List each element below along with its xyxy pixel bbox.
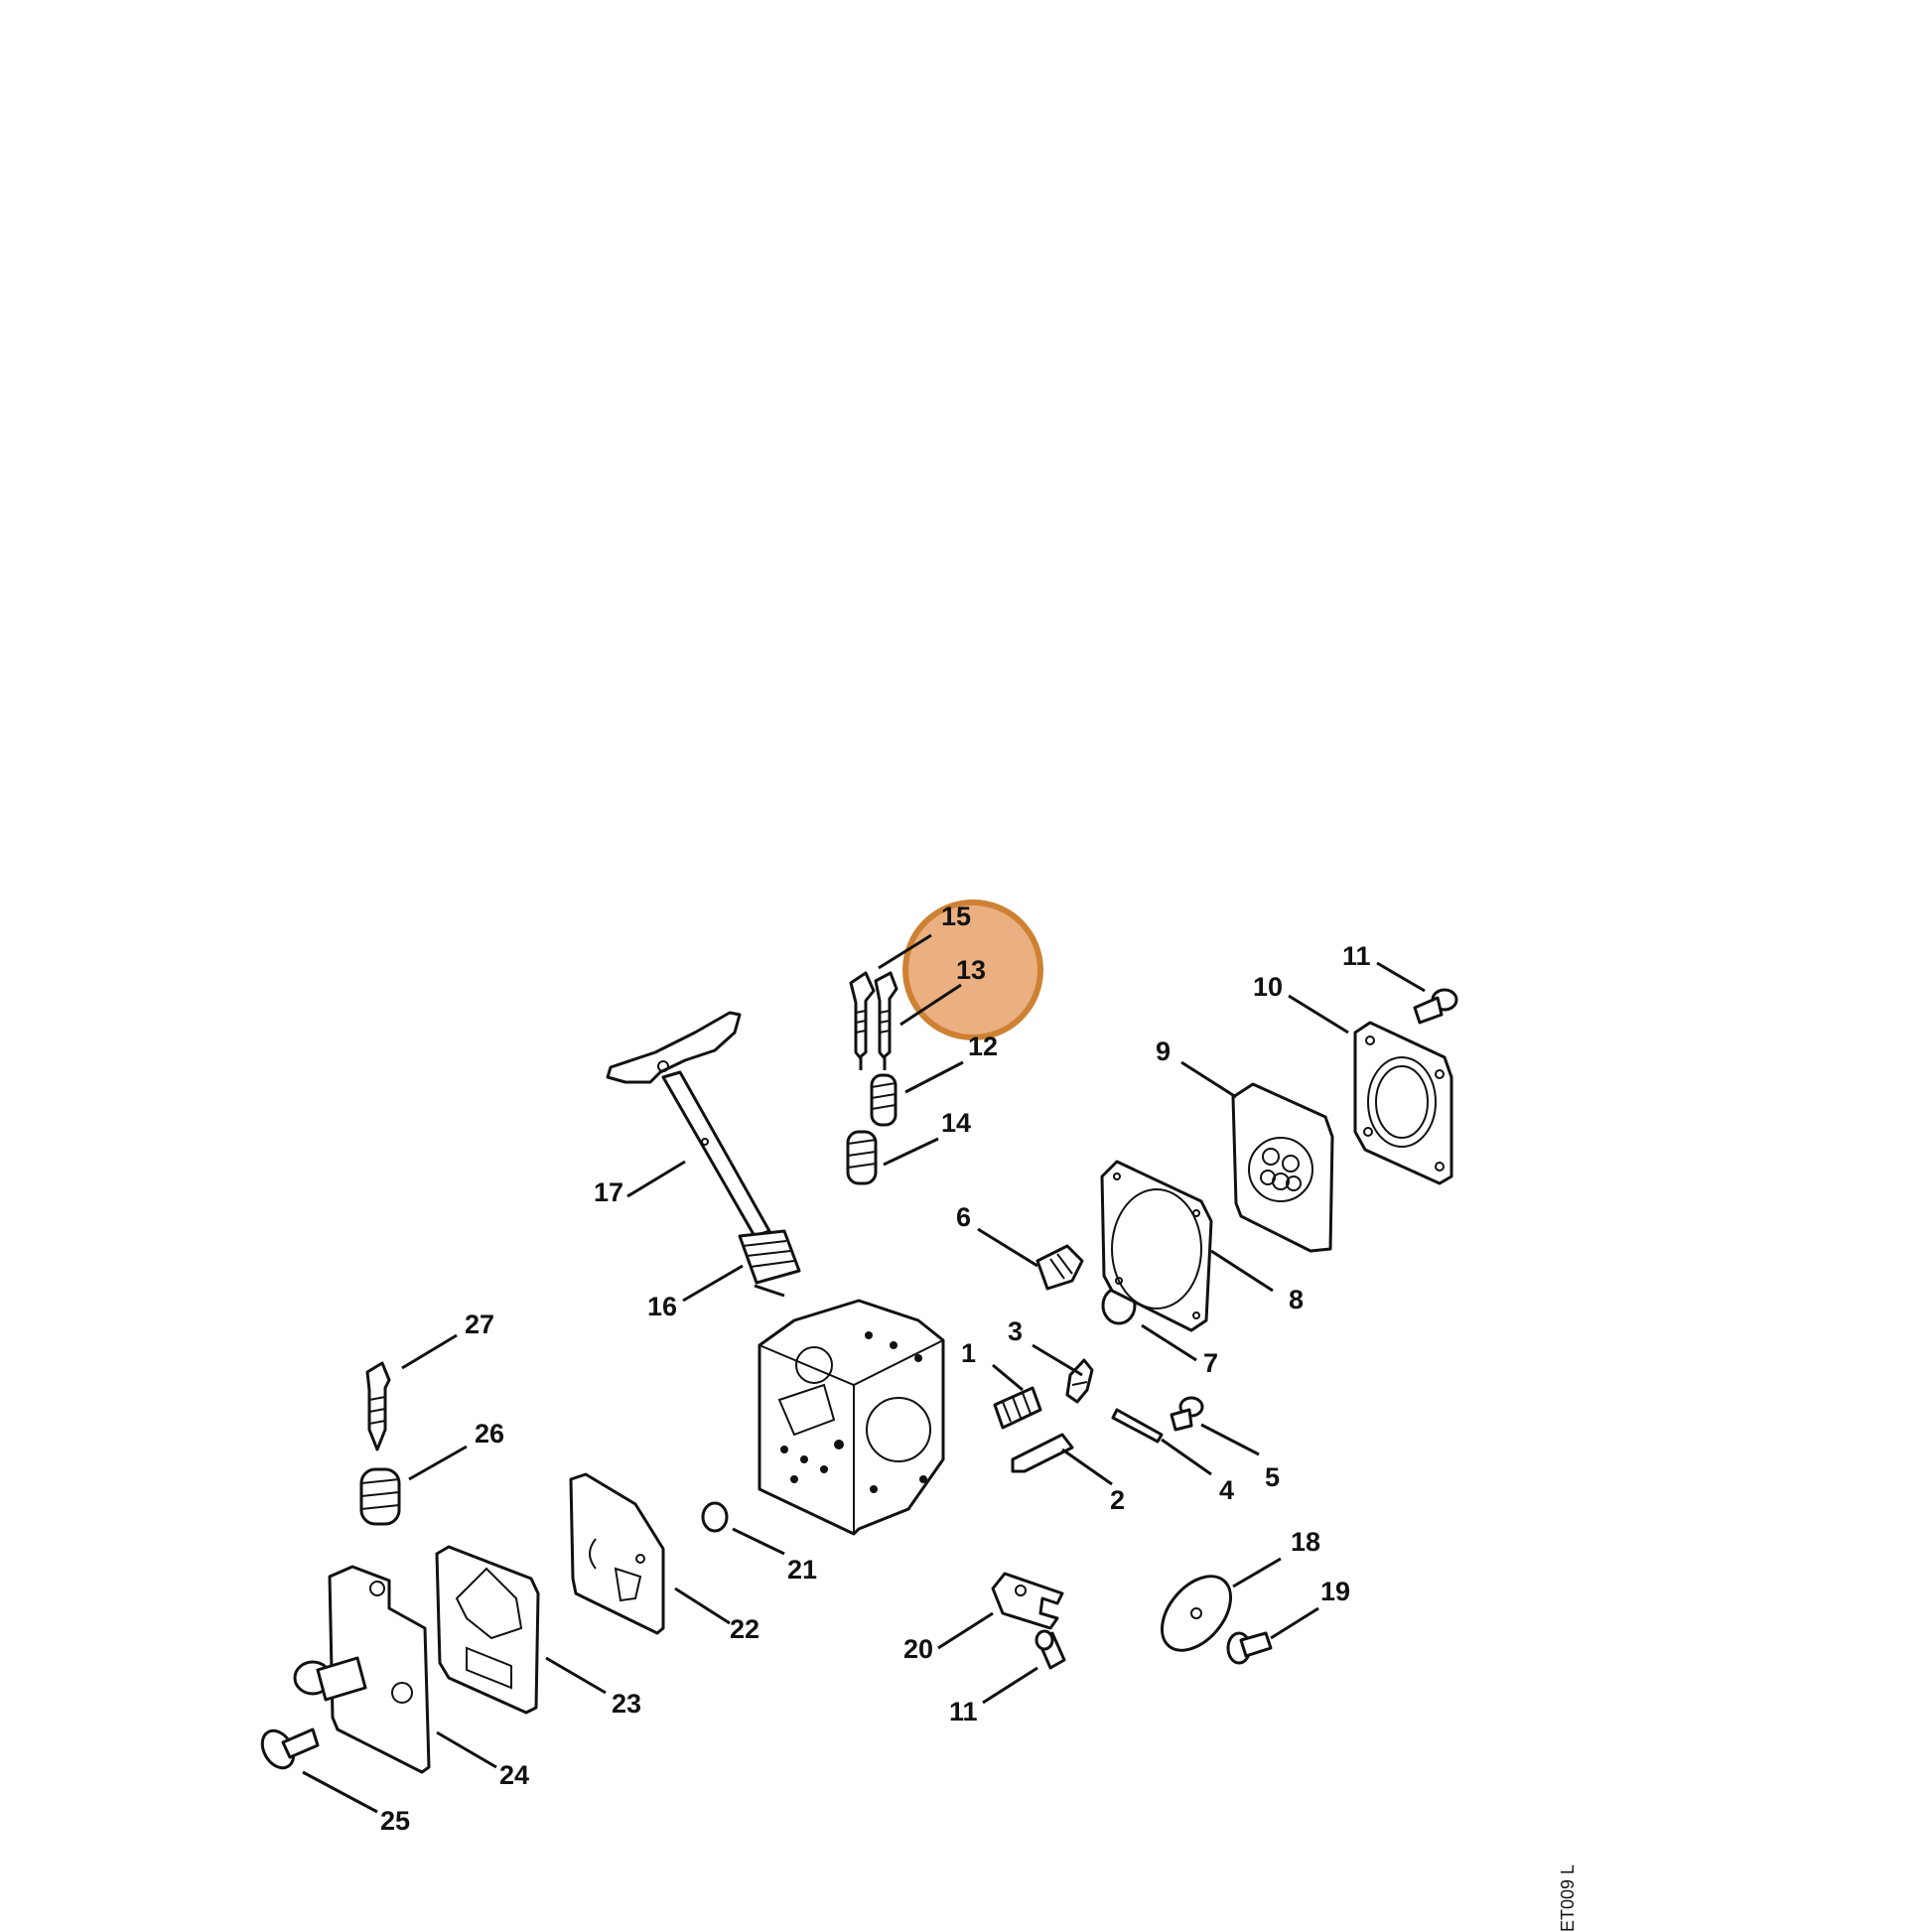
callout-11-top: 11 xyxy=(1342,941,1371,971)
callout-7: 7 xyxy=(1203,1348,1218,1378)
callout-17: 17 xyxy=(594,1177,623,1207)
part-carburetor-body xyxy=(758,1299,945,1536)
callout-4: 4 xyxy=(1219,1475,1234,1505)
callout-15: 15 xyxy=(941,901,971,931)
callout-23: 23 xyxy=(612,1689,641,1719)
part-gasket-22 xyxy=(569,1472,665,1635)
callout-26: 26 xyxy=(475,1419,504,1449)
callout-20: 20 xyxy=(903,1634,933,1664)
callout-11-bottom: 11 xyxy=(949,1697,978,1726)
highlight-circle xyxy=(902,899,1043,1040)
part-cover-10 xyxy=(1353,1021,1453,1185)
part-needle-valve-3 xyxy=(1065,1358,1094,1404)
callout-12: 12 xyxy=(968,1032,998,1061)
callout-9: 9 xyxy=(1156,1036,1171,1066)
callout-2: 2 xyxy=(1110,1485,1125,1515)
callout-18: 18 xyxy=(1291,1527,1320,1557)
leader-lines xyxy=(302,933,1426,1814)
part-throttle-shaft xyxy=(606,1011,771,1238)
callout-22: 22 xyxy=(730,1614,759,1644)
callout-3: 3 xyxy=(1008,1316,1023,1346)
callout-1: 1 xyxy=(961,1338,976,1368)
callout-14: 14 xyxy=(941,1108,971,1138)
part-spring-12 xyxy=(870,1073,897,1127)
callout-27: 27 xyxy=(465,1310,494,1339)
callout-6: 6 xyxy=(956,1202,971,1232)
part-screw-19 xyxy=(1226,1631,1273,1665)
part-screw-11-top xyxy=(1413,988,1458,1025)
part-spring-1 xyxy=(993,1386,1042,1430)
callout-8: 8 xyxy=(1289,1285,1304,1314)
callout-16: 16 xyxy=(647,1292,677,1321)
part-washer-18 xyxy=(1160,1575,1233,1652)
part-diaphragm-9 xyxy=(1231,1082,1334,1253)
part-adjusting-screws xyxy=(849,971,898,1070)
part-gasket-8 xyxy=(1100,1160,1213,1332)
part-screw-5 xyxy=(1170,1396,1204,1432)
part-pump-body-24 xyxy=(293,1565,431,1774)
part-spring-14 xyxy=(846,1130,878,1185)
callout-13: 13 xyxy=(956,955,986,985)
part-bracket-20 xyxy=(991,1572,1064,1630)
callout-19: 19 xyxy=(1320,1577,1350,1606)
part-screw-11-bottom xyxy=(1035,1629,1066,1670)
part-spring-26 xyxy=(359,1467,401,1526)
part-inlet-needle-2 xyxy=(1011,1433,1074,1473)
part-screw-25 xyxy=(260,1727,320,1770)
callout-24: 24 xyxy=(499,1760,529,1790)
callout-25: 25 xyxy=(380,1806,410,1836)
callout-5: 5 xyxy=(1265,1462,1280,1492)
part-gasket-23 xyxy=(435,1545,540,1715)
callout-21: 21 xyxy=(787,1555,817,1585)
drawing-code: ET009 L xyxy=(1558,1864,1578,1932)
part-ball-21 xyxy=(701,1501,729,1533)
part-screw-27 xyxy=(365,1361,391,1451)
part-fitting-6 xyxy=(1035,1244,1084,1291)
part-spring-16 xyxy=(738,1229,801,1298)
callout-10: 10 xyxy=(1253,972,1283,1002)
part-pin-4 xyxy=(1111,1408,1164,1444)
